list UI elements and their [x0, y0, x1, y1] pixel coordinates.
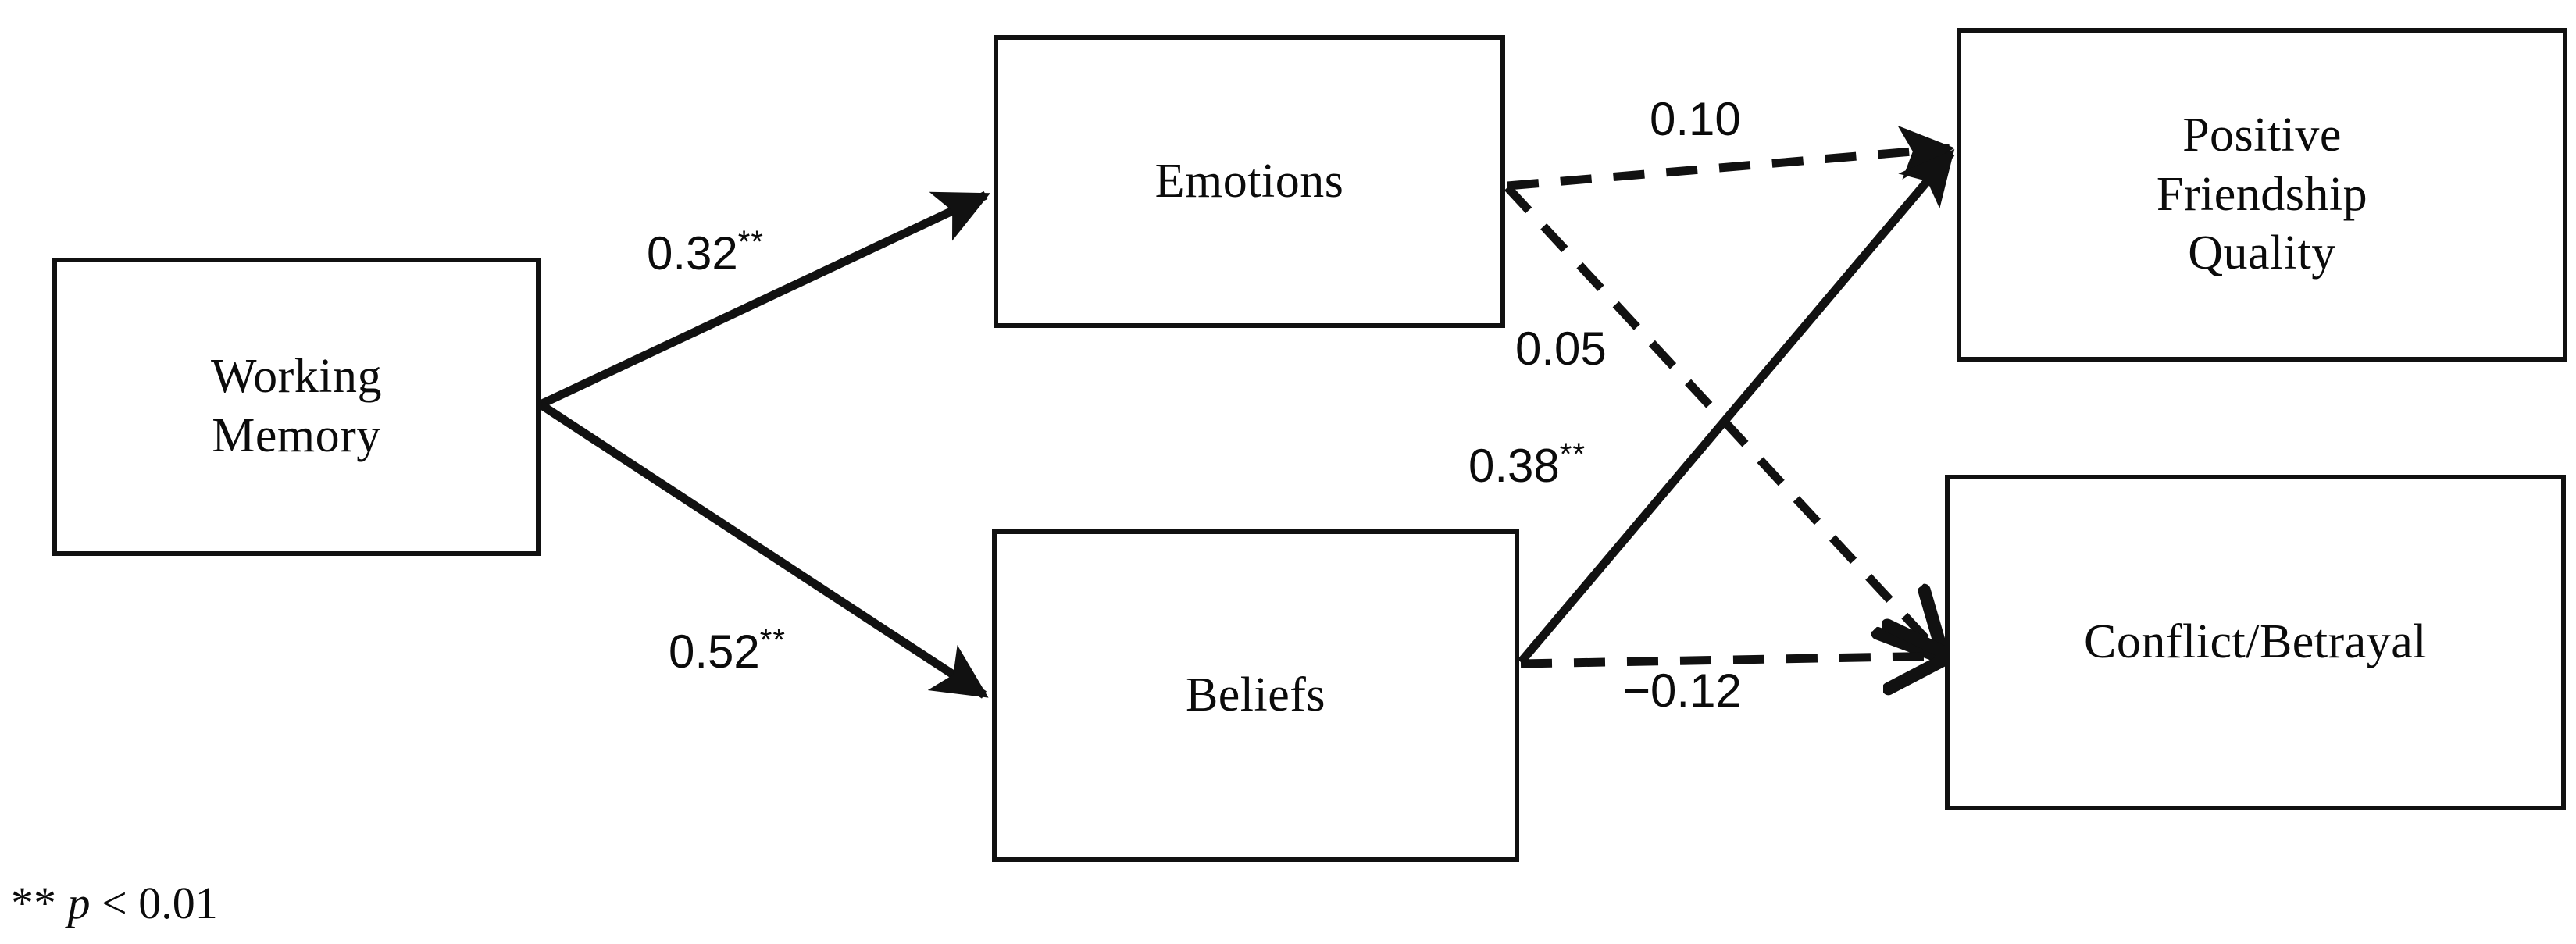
path-wm-to-emotions [538, 191, 990, 408]
node-emotions-label: Emotions [1154, 154, 1344, 208]
node-working-memory-label: Working Memory [211, 350, 382, 462]
coefficient-emotions-to-pfq: 0.10 [1650, 92, 1741, 143]
coefficient-wm-to-emotions: 0.32** [647, 226, 764, 277]
coefficient-value: 0.05 [1515, 322, 1607, 375]
coefficient-wm-to-beliefs: 0.52** [669, 625, 786, 675]
coefficient-value: −0.12 [1623, 664, 1742, 717]
coefficient-beliefs-to-conflict: −0.12 [1623, 664, 1742, 714]
footnote-p-symbol: p [67, 878, 91, 928]
node-positive-friendship-quality-label: Positive Friendship Quality [2156, 109, 2368, 280]
coefficient-value: 0.32 [647, 227, 738, 280]
coefficient-value: 0.38 [1468, 440, 1560, 492]
path-wm-to-beliefs [537, 401, 989, 699]
path-emotions-to-pfq [1507, 125, 1955, 191]
footnote-comparison: < 0.01 [90, 878, 218, 928]
significance-stars: ** [1559, 437, 1586, 472]
node-conflict-betrayal-label: Conflict/Betrayal [2084, 615, 2427, 669]
significance-stars: ** [759, 623, 786, 657]
coefficient-emotions-to-conflict: 0.05 [1515, 322, 1607, 372]
node-conflict-betrayal[interactable]: Conflict/Betrayal [1945, 475, 2566, 810]
node-beliefs[interactable]: Beliefs [992, 529, 1519, 862]
node-positive-friendship-quality[interactable]: Positive Friendship Quality [1957, 28, 2567, 362]
coefficient-beliefs-to-pfq: 0.38** [1468, 439, 1586, 490]
path-beliefs-to-pfq [1517, 148, 1955, 665]
significance-stars: ** [737, 225, 764, 259]
footnote-stars: ** [11, 878, 56, 928]
coefficient-value: 0.10 [1650, 93, 1741, 145]
node-working-memory[interactable]: Working Memory [52, 258, 541, 556]
node-beliefs-label: Beliefs [1185, 668, 1326, 722]
path-beliefs-to-conflict [1520, 656, 1948, 664]
significance-footnote: ** p < 0.01 [11, 881, 218, 926]
node-emotions[interactable]: Emotions [994, 35, 1505, 328]
coefficient-value: 0.52 [669, 625, 760, 678]
